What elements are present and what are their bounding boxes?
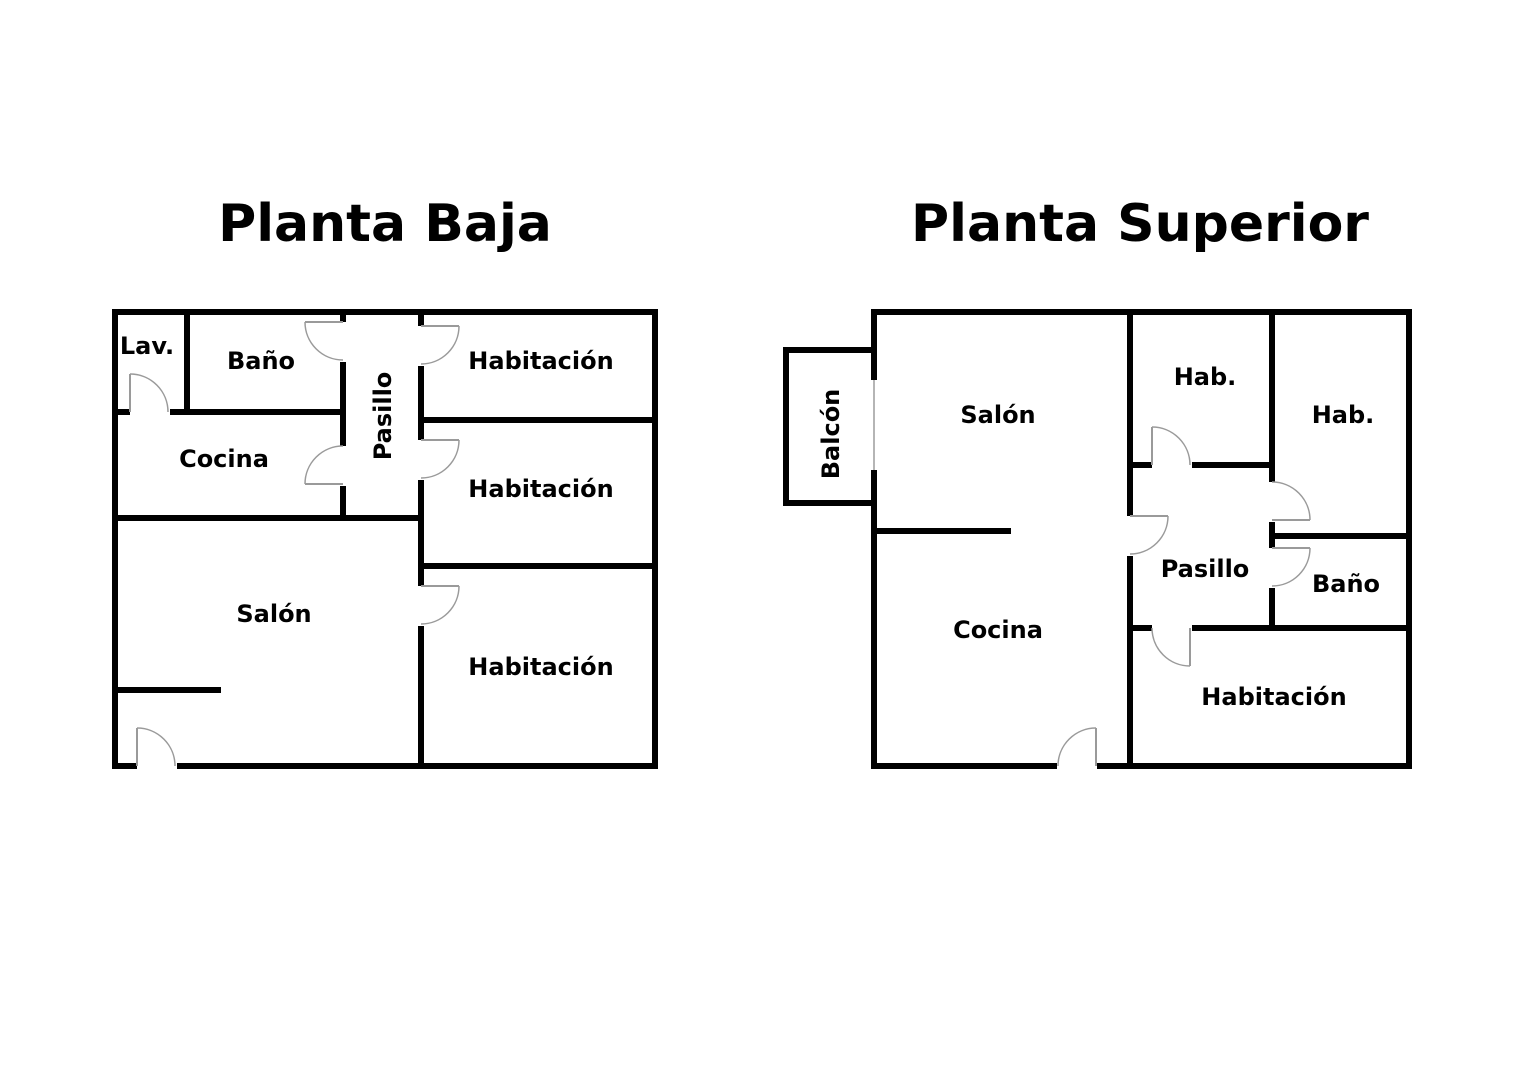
room-label-pasillo: Pasillo [1161,555,1250,583]
upper-floor-labels: Balcón Salón Hab. Hab. Pasillo Baño Coci… [817,363,1380,711]
ground-floor-plan: Lav. Baño Pasillo Habitación Cocina Habi… [112,309,658,771]
room-label-pasillo: Pasillo [369,372,397,461]
room-label-cocina: Cocina [179,445,269,473]
room-label-habitacion-2: Habitación [468,475,613,503]
room-label-salon: Salón [960,401,1035,429]
room-label-habitacion: Habitación [1201,683,1346,711]
ground-floor-labels: Lav. Baño Pasillo Habitación Cocina Habi… [120,332,614,681]
room-label-bano: Baño [1312,570,1380,598]
room-label-bano: Baño [227,347,295,375]
upper-floor-plan: Balcón Salón Hab. Hab. Pasillo Baño Coci… [783,309,1412,771]
room-label-hab-1: Hab. [1174,363,1237,391]
room-label-salon: Salón [236,600,311,628]
ground-floor-title: Planta Baja [218,194,552,254]
room-label-balcon: Balcón [817,389,845,480]
ground-floor-doors [129,321,460,771]
room-label-habitacion-3: Habitación [468,653,613,681]
upper-floor-title: Planta Superior [911,194,1369,254]
upper-floor-doors [869,380,1311,771]
room-label-lav: Lav. [120,332,174,360]
room-label-habitacion-1: Habitación [468,347,613,375]
room-label-cocina: Cocina [953,616,1043,644]
room-label-hab-2: Hab. [1312,401,1375,429]
